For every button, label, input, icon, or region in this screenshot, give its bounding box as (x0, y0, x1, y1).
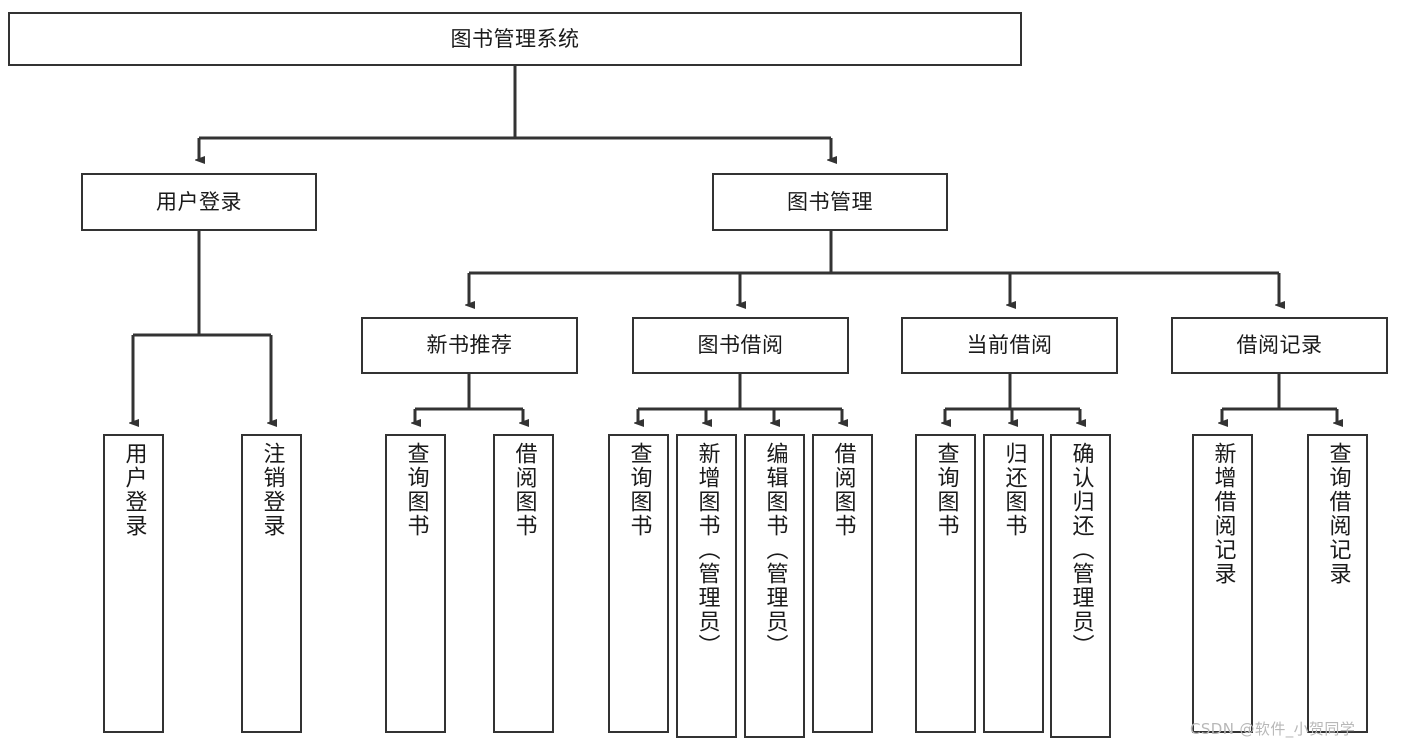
node-borrow-records[interactable]: 借阅记录 (1171, 317, 1388, 374)
node-label: 新增借阅记录 (1210, 442, 1236, 586)
node-label: 编辑图书（管理员） (762, 442, 788, 658)
leaf-add-borrow-record[interactable]: 新增借阅记录 (1192, 434, 1253, 733)
node-book-management[interactable]: 图书管理 (712, 173, 948, 231)
node-book-borrow[interactable]: 图书借阅 (632, 317, 849, 374)
node-current-borrow[interactable]: 当前借阅 (901, 317, 1118, 374)
node-label: 确认归还（管理员） (1068, 442, 1094, 658)
node-label: 注销登录 (259, 442, 285, 538)
node-label: 用户登录 (156, 189, 242, 214)
leaf-query-book-current[interactable]: 查询图书 (915, 434, 976, 733)
node-label: 新书推荐 (426, 333, 513, 358)
node-user-login[interactable]: 用户登录 (81, 173, 317, 231)
node-label: 查询图书 (933, 442, 959, 538)
leaf-borrow-book[interactable]: 借阅图书 (812, 434, 873, 733)
node-label: 图书管理系统 (450, 26, 580, 51)
node-label: 借阅记录 (1236, 333, 1323, 358)
leaf-confirm-return-admin[interactable]: 确认归还（管理员） (1050, 434, 1111, 738)
leaf-add-book-admin[interactable]: 新增图书（管理员） (676, 434, 737, 738)
node-label: 借阅图书 (511, 442, 537, 538)
leaf-borrow-book-recommend[interactable]: 借阅图书 (493, 434, 554, 733)
node-label: 新增图书（管理员） (694, 442, 720, 658)
leaf-query-book-recommend[interactable]: 查询图书 (385, 434, 446, 733)
leaf-query-borrow-record[interactable]: 查询借阅记录 (1307, 434, 1368, 733)
node-label: 查询图书 (403, 442, 429, 538)
node-label: 图书借阅 (697, 333, 784, 358)
node-label: 借阅图书 (830, 442, 856, 538)
node-label: 查询图书 (626, 442, 652, 538)
node-label: 图书管理 (787, 189, 873, 214)
leaf-edit-book-admin[interactable]: 编辑图书（管理员） (744, 434, 805, 738)
leaf-return-book[interactable]: 归还图书 (983, 434, 1044, 733)
leaf-user-login[interactable]: 用户登录 (103, 434, 164, 733)
csdn-watermark: CSDN @软件_小贺同学 (1190, 720, 1356, 738)
node-label: 用户登录 (121, 442, 147, 538)
node-label: 当前借阅 (966, 333, 1053, 358)
node-new-book-recommend[interactable]: 新书推荐 (361, 317, 578, 374)
leaf-query-book-borrow[interactable]: 查询图书 (608, 434, 669, 733)
leaf-logout[interactable]: 注销登录 (241, 434, 302, 733)
node-root-library-system[interactable]: 图书管理系统 (8, 12, 1022, 66)
node-label: 归还图书 (1001, 442, 1027, 538)
node-label: 查询借阅记录 (1325, 442, 1351, 586)
